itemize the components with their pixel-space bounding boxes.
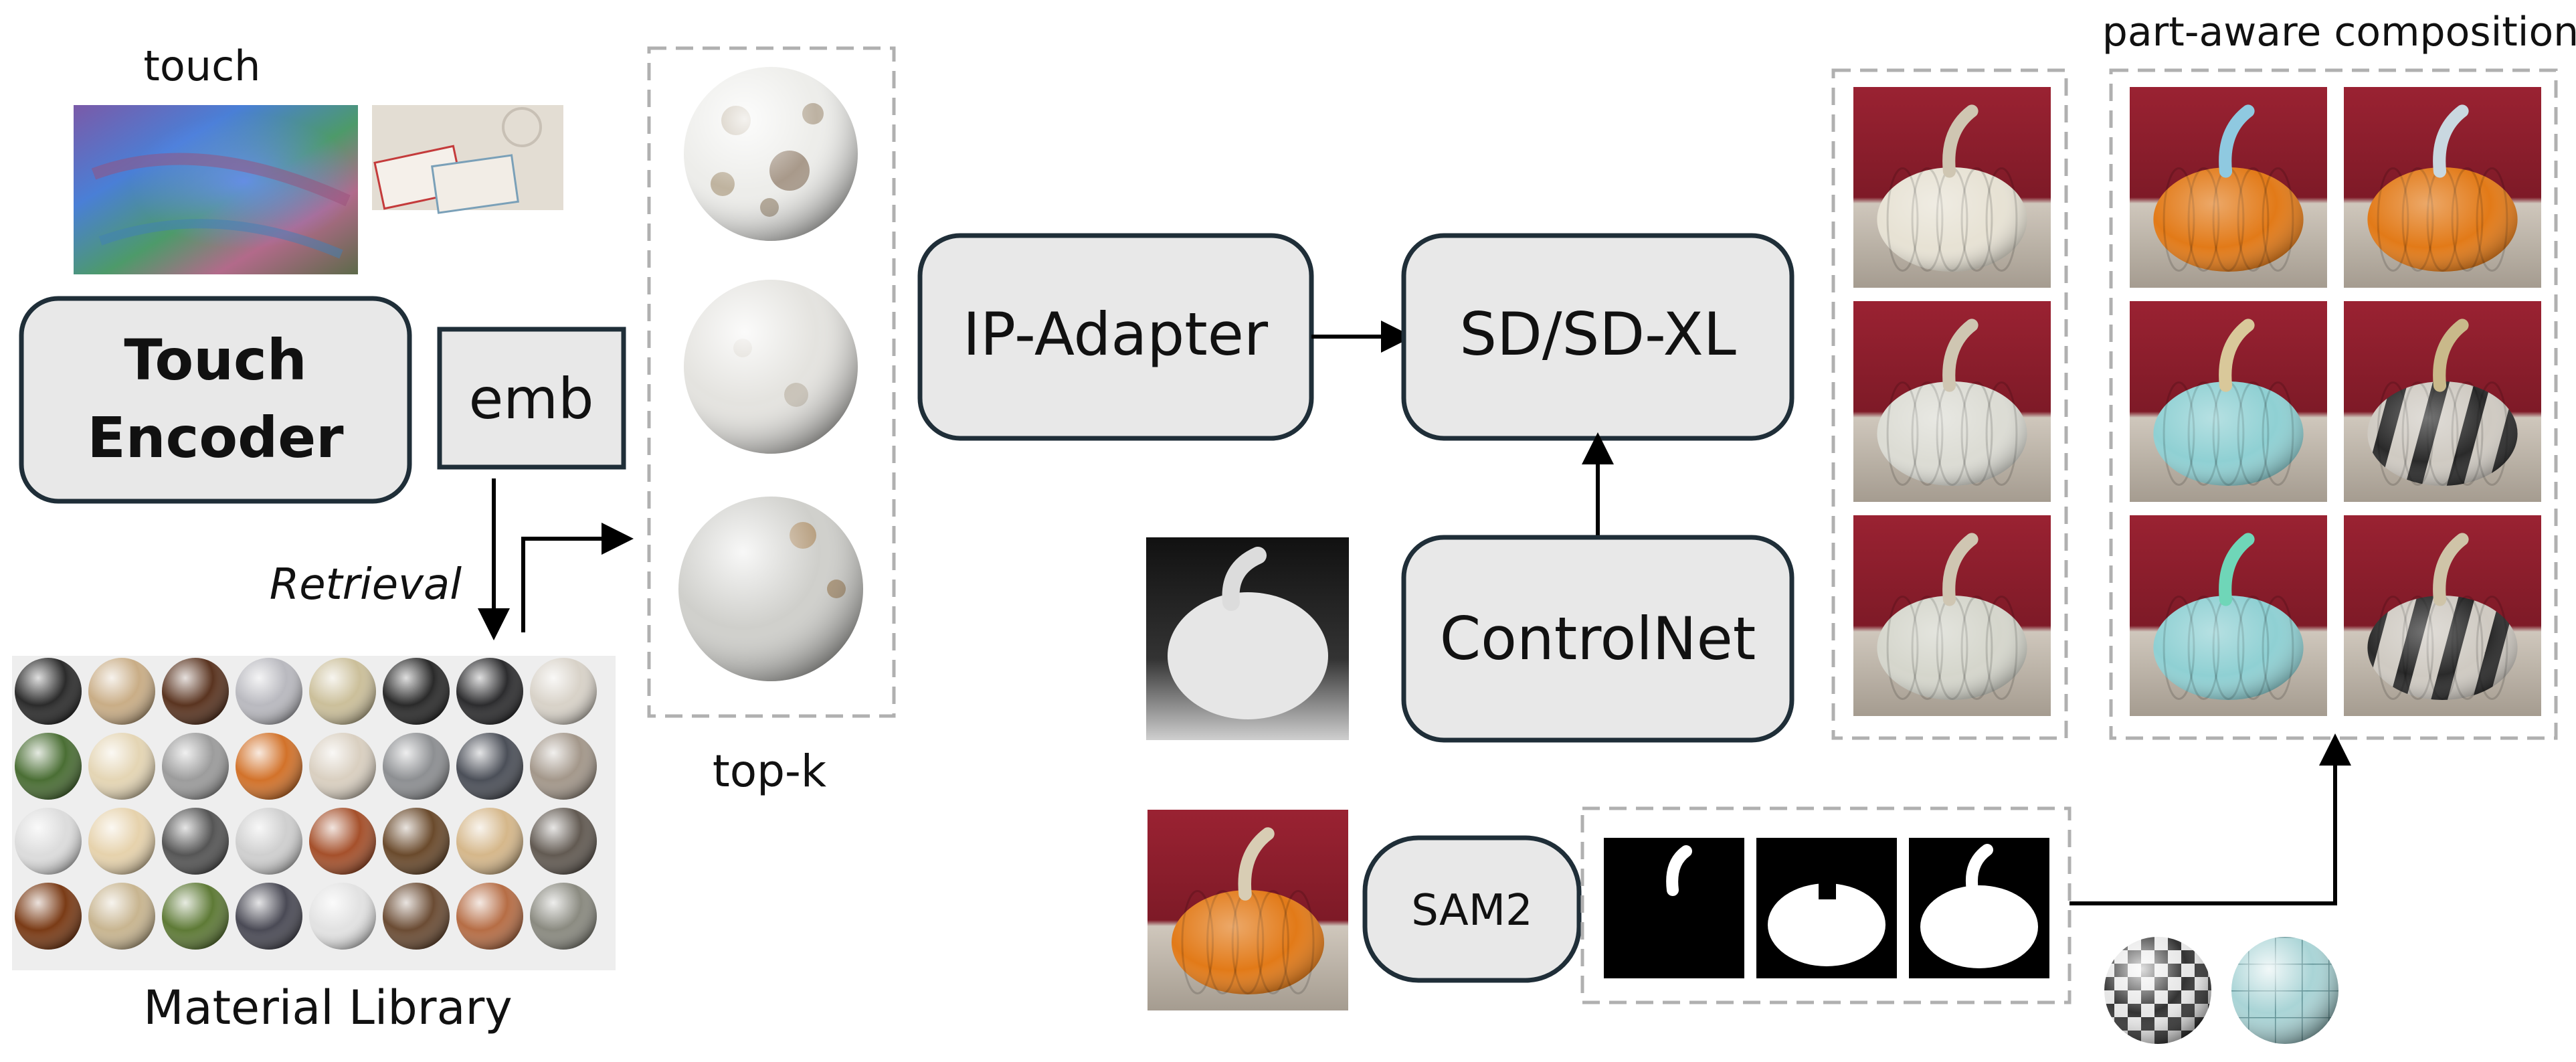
material-library-label: Material Library [143,980,512,1035]
masks-to-composition-arrow [2069,733,2351,905]
library-material-sphere [383,658,450,725]
touch-encoder-box: Touch Encoder [19,296,412,504]
library-material-sphere [530,883,597,950]
sd-label: SD/SD-XL [1459,300,1736,369]
library-material-sphere [309,808,376,875]
library-material-sphere [88,808,155,875]
ip-adapter-box: IP-Adapter [917,233,1314,441]
library-material-sphere [162,883,229,950]
touch-label: touch [144,41,261,90]
library-material-sphere [383,733,450,800]
library-material-sphere [383,808,450,875]
tile-material-sphere [2231,937,2338,1044]
sam-box: SAM2 [1362,835,1582,983]
output-pumpkin-image [1853,301,2051,502]
sam-label: SAM2 [1411,886,1533,936]
touch-encoder-label-line2: Encoder [87,405,344,470]
library-material-sphere [236,883,302,950]
library-material-sphere [88,883,155,950]
ip-adapter-label: IP-Adapter [963,300,1269,369]
top-k-label: top-k [713,745,827,797]
mask-body [1756,838,1897,978]
library-material-sphere [530,808,597,875]
library-material-sphere [236,658,302,725]
depth-map-image [1146,537,1349,740]
library-material-sphere [530,733,597,800]
output-pumpkin-image [1853,515,2051,716]
emb-label: emb [469,366,594,432]
library-material-sphere [15,883,82,950]
library-material-sphere [88,658,155,725]
library-material-sphere [456,808,523,875]
library-material-sphere [15,733,82,800]
composition-pumpkin-image [2130,87,2327,288]
output-frame [1831,68,2068,740]
composition-pumpkin-image [2130,515,2327,716]
library-material-sphere [456,658,523,725]
controlnet-box: ControlNet [1401,535,1795,743]
library-material-sphere [309,658,376,725]
library-material-sphere [456,733,523,800]
library-material-sphere [88,733,155,800]
touch-encoder-label-line1: Touch [124,327,306,393]
library-material-sphere [383,883,450,950]
output-pumpkin-image [1853,87,2051,288]
composition-pumpkin-image [2344,301,2541,502]
part-aware-label: part-aware composition [2102,9,2576,56]
top-k-sphere-3 [678,497,863,681]
library-material-sphere [309,733,376,800]
library-material-sphere [162,658,229,725]
touch-tactile-image [74,105,358,274]
library-to-topk-arrow [521,523,634,632]
library-material-sphere [162,733,229,800]
library-material-sphere [236,808,302,875]
composition-pumpkin-image [2344,515,2541,716]
library-material-sphere [236,733,302,800]
mask-whole [1909,838,2049,978]
composition-pumpkin-image [2130,301,2327,502]
library-material-sphere [15,808,82,875]
mask-stem [1604,838,1744,978]
sd-box: SD/SD-XL [1401,233,1795,441]
top-k-sphere-2 [684,280,858,454]
material-library [12,656,616,970]
retrieval-label: Retrieval [270,560,462,610]
masks-frame [1580,806,2072,1004]
library-material-sphere [162,808,229,875]
library-material-sphere [309,883,376,950]
library-material-sphere [15,658,82,725]
top-k-sphere-1 [684,67,858,241]
part-aware-frame [2109,68,2558,740]
checker-material-sphere [2104,937,2211,1044]
library-material-sphere [530,658,597,725]
library-material-sphere [456,883,523,950]
top-k-frame [647,46,896,718]
emb-box: emb [437,327,626,470]
controlnet-label: ControlNet [1440,604,1756,673]
source-pumpkin-photo [1147,810,1348,1010]
composition-pumpkin-image [2344,87,2541,288]
touch-photo [372,105,563,214]
